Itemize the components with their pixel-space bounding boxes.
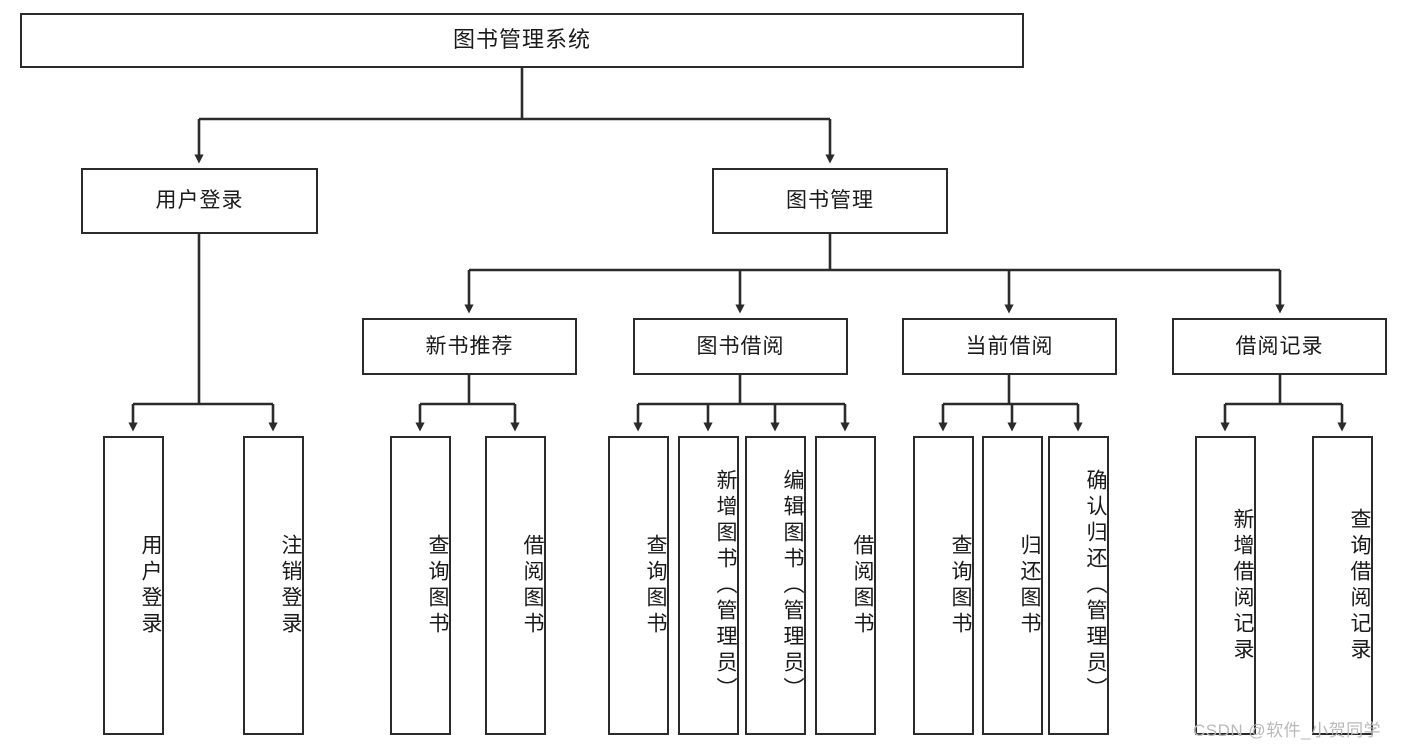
node-leaf-return-book[interactable]: 归还图书 <box>982 436 1043 735</box>
node-leaf-query-borrow-record[interactable]: 查询借阅记录 <box>1312 436 1373 735</box>
node-book-borrowing[interactable]: 图书借阅 <box>633 318 848 375</box>
node-leaf-user-login[interactable]: 用户登录 <box>103 436 164 735</box>
node-label: 借阅图书 <box>851 533 874 638</box>
node-leaf-edit-book-admin[interactable]: 编辑图书（管理员） <box>745 436 806 735</box>
node-label: 新增借阅记录 <box>1231 507 1254 664</box>
node-leaf-borrow-book-recommend[interactable]: 借阅图书 <box>485 436 546 735</box>
node-label: 借阅图书 <box>521 533 544 638</box>
node-label: 归还图书 <box>1018 533 1041 638</box>
node-label: 查询借阅记录 <box>1348 507 1371 664</box>
node-leaf-logout[interactable]: 注销登录 <box>243 436 304 735</box>
node-leaf-query-book[interactable]: 查询图书 <box>608 436 669 735</box>
node-label: 查询图书 <box>426 533 449 638</box>
node-label: 编辑图书（管理员） <box>781 468 804 703</box>
node-label: 注销登录 <box>279 533 302 638</box>
node-label: 新增图书（管理员） <box>714 468 737 703</box>
node-leaf-confirm-return-admin[interactable]: 确认归还（管理员） <box>1048 436 1109 735</box>
node-leaf-add-borrow-record[interactable]: 新增借阅记录 <box>1195 436 1256 735</box>
csdn-watermark: CSDN @软件_小贺同学 <box>1193 721 1382 740</box>
node-leaf-add-book-admin[interactable]: 新增图书（管理员） <box>678 436 739 735</box>
node-root-library-system[interactable]: 图书管理系统 <box>20 13 1024 68</box>
node-label: 用户登录 <box>139 533 162 638</box>
node-leaf-query-book-current[interactable]: 查询图书 <box>913 436 974 735</box>
node-current-borrowing[interactable]: 当前借阅 <box>902 318 1117 375</box>
node-label: 查询图书 <box>644 533 667 638</box>
node-borrowing-record[interactable]: 借阅记录 <box>1172 318 1387 375</box>
node-leaf-borrow-book[interactable]: 借阅图书 <box>815 436 876 735</box>
node-label: 确认归还（管理员） <box>1084 468 1107 703</box>
node-new-book-recommendation[interactable]: 新书推荐 <box>362 318 577 375</box>
node-label: 查询图书 <box>949 533 972 638</box>
node-book-management[interactable]: 图书管理 <box>712 168 948 234</box>
node-leaf-query-book-recommend[interactable]: 查询图书 <box>390 436 451 735</box>
node-user-login[interactable]: 用户登录 <box>81 168 318 234</box>
